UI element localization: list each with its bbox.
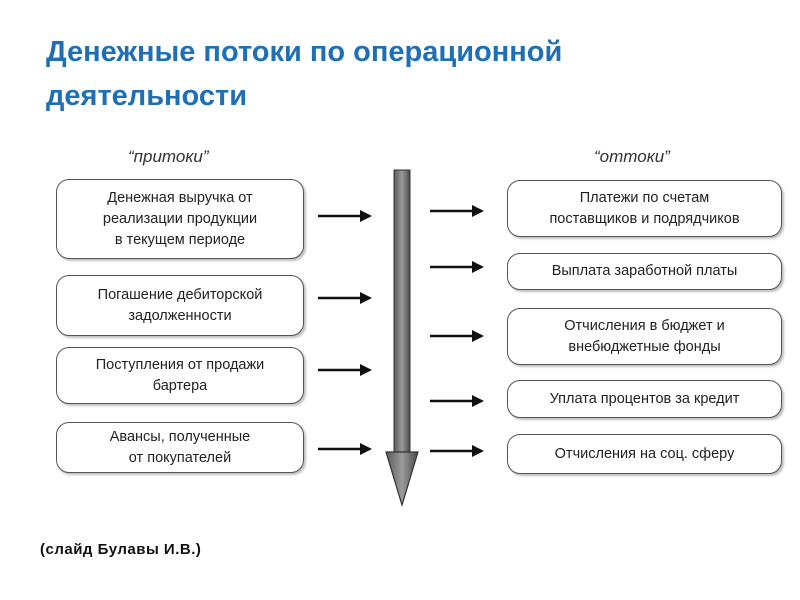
outflow-box-interest: Уплата процентов за кредит [507, 380, 782, 418]
inflow-box-barter: Поступления от продажи бартера [56, 347, 304, 404]
outflow-box-suppliers: Платежи по счетам поставщиков и подрядчи… [507, 180, 782, 237]
inflow-box-advances: Авансы, полученные от покупателей [56, 422, 304, 473]
inflow-arrow-3 [318, 364, 372, 376]
inflow-box-receivables: Погашение дебиторской задолженности [56, 275, 304, 336]
slide-title: Денежные потоки по операционной деятельн… [46, 36, 563, 112]
outflow-arrow-1 [430, 205, 484, 217]
outflow-arrow-2 [430, 261, 484, 273]
outflow-box-budget: Отчисления в бюджет и внебюджетные фонды [507, 308, 782, 365]
inflow-box-revenue: Денежная выручка от реализации продукции… [56, 179, 304, 259]
outflow-arrow-4 [430, 395, 484, 407]
central-down-arrow [385, 169, 419, 508]
outflow-arrow-3 [430, 330, 484, 342]
slide-credit: (слайд Булавы И.В.) [40, 541, 202, 558]
inflow-arrow-2 [318, 292, 372, 304]
inflow-arrow-4 [318, 443, 372, 455]
outflow-box-salaries: Выплата заработной платы [507, 253, 782, 290]
outflow-box-social: Отчисления на соц. сферу [507, 434, 782, 474]
inflow-arrow-1 [318, 210, 372, 222]
outflow-arrow-5 [430, 445, 484, 457]
inflows-heading: “притоки” [128, 147, 209, 166]
outflows-heading: “оттоки” [594, 147, 670, 166]
